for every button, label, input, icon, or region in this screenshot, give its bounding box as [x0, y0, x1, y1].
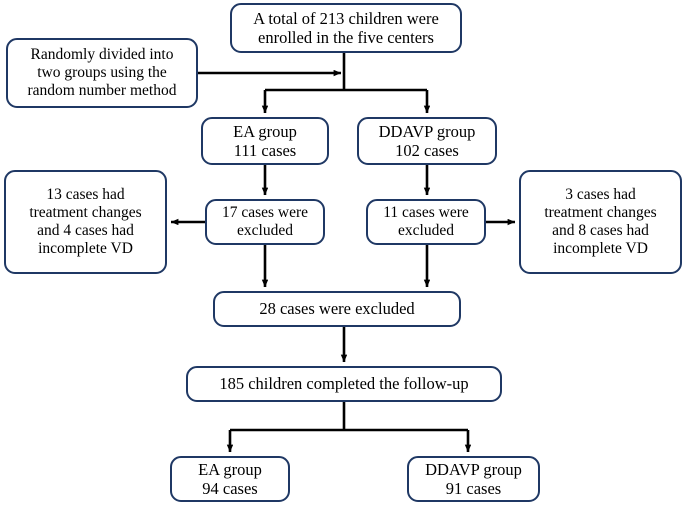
node-excluded-ea-label: 17 cases were excluded: [221, 203, 309, 239]
node-ea-group-1-label: EA group 111 cases: [233, 121, 297, 160]
node-followup-label: 185 children completed the follow-up: [219, 374, 469, 394]
node-ddavp-group-1: DDAVP group 102 cases: [357, 117, 497, 165]
node-excluded-ddavp-label: 11 cases were excluded: [383, 203, 469, 239]
node-ddavp-group-2: DDAVP group 91 cases: [407, 456, 540, 502]
node-excluded-total: 28 cases were excluded: [213, 291, 461, 327]
node-randomization-label: Randomly divided into two groups using t…: [27, 45, 177, 100]
node-ddavp-group-1-label: DDAVP group 102 cases: [378, 121, 476, 160]
node-ea-group-1: EA group 111 cases: [201, 117, 329, 165]
node-excluded-ea: 17 cases were excluded: [205, 199, 325, 245]
node-ea-group-2-label: EA group 94 cases: [198, 459, 262, 498]
node-followup: 185 children completed the follow-up: [186, 366, 502, 402]
node-randomization: Randomly divided into two groups using t…: [6, 38, 198, 108]
node-ea-group-2: EA group 94 cases: [170, 456, 290, 502]
node-enrolled: A total of 213 children were enrolled in…: [230, 3, 462, 53]
node-enrolled-label: A total of 213 children were enrolled in…: [253, 8, 439, 47]
node-ddavp-group-2-label: DDAVP group 91 cases: [425, 459, 522, 498]
node-right-exclusion-detail: 3 cases had treatment changes and 8 case…: [519, 170, 682, 274]
node-left-exclusion-detail: 13 cases had treatment changes and 4 cas…: [4, 170, 167, 274]
node-right-exclusion-detail-label: 3 cases had treatment changes and 8 case…: [544, 185, 657, 258]
node-excluded-total-label: 28 cases were excluded: [259, 299, 415, 319]
node-excluded-ddavp: 11 cases were excluded: [366, 199, 486, 245]
node-left-exclusion-detail-label: 13 cases had treatment changes and 4 cas…: [29, 185, 142, 258]
